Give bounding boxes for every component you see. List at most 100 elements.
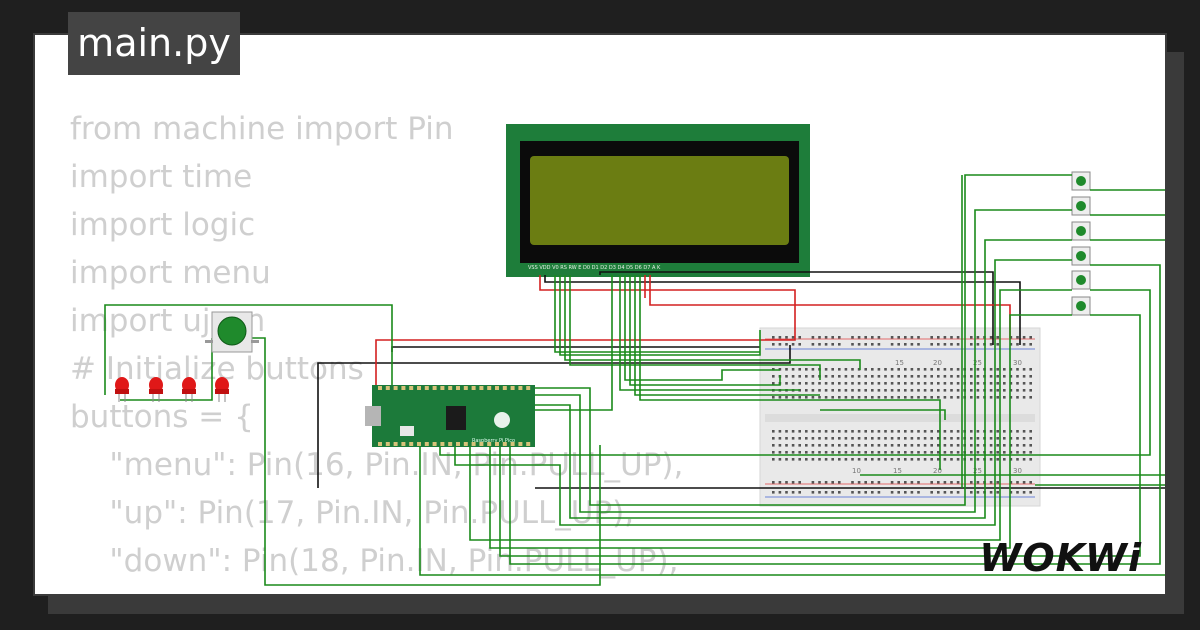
breadboard-hole [1003,375,1006,378]
breadboard-hole [857,444,861,447]
breadboard-hole [1016,368,1019,371]
breadboard-hole [956,491,960,494]
breadboard-hole [970,382,973,385]
breadboard-hole [785,336,788,339]
breadboard-hole [1009,375,1013,378]
breadboard-hole [1009,451,1013,454]
breadboard-hole [970,389,973,392]
breadboard-hole [844,437,848,440]
breadboard-hole [791,382,795,385]
breadboard-hole [890,389,894,392]
breadboard-hole [864,437,867,440]
breadboard-hole [937,481,940,484]
breadboard-hole [904,437,907,440]
breadboard-hole [864,343,867,346]
breadboard-hole [923,444,927,447]
breadboard-hole [976,481,980,484]
breadboard-hole [844,451,848,454]
breadboard-hole [811,491,815,494]
col-label: 25 [973,467,982,475]
code-line: from machine import Pin [70,111,454,147]
breadboard-hole [1009,437,1013,440]
breadboard-hole [838,368,841,371]
breadboard-hole [824,451,828,454]
breadboard-hole [917,389,920,392]
breadboard-hole [890,451,894,454]
breadboard-hole [937,451,940,454]
breadboard-hole [930,430,933,433]
breadboard-hole [857,437,861,440]
breadboard-hole [923,458,927,461]
breadboard-hole [844,389,848,392]
breadboard-hole [844,368,848,371]
breadboard-hole [917,343,920,346]
breadboard-hole [785,444,788,447]
breadboard-hole [884,451,887,454]
breadboard-hole [884,458,887,461]
pico-pin [378,442,382,446]
breadboard-hole [1029,491,1032,494]
breadboard-hole [904,451,907,454]
breadboard-hole [831,368,834,371]
breadboard-hole [791,396,795,399]
breadboard-hole [811,382,815,385]
breadboard-hole [996,481,999,484]
breadboard-hole [943,336,947,339]
breadboard-hole [917,368,920,371]
breadboard-hole [930,491,933,494]
push-button-cap [1076,251,1086,261]
breadboard-hole [1016,336,1019,339]
push-button-cap [1076,226,1086,236]
breadboard-hole [818,336,821,339]
breadboard-hole [798,430,801,433]
breadboard-hole [956,375,960,378]
breadboard-hole [772,430,775,433]
breadboard-hole [950,491,953,494]
breadboard-hole [838,451,841,454]
breadboard-hole [871,389,874,392]
breadboard-hole [1003,430,1006,433]
breadboard-hole [943,375,947,378]
breadboard-hole [996,375,999,378]
breadboard-hole [824,458,828,461]
breadboard-hole [976,444,980,447]
breadboard-hole [890,444,894,447]
breadboard-hole [1022,491,1026,494]
breadboard-hole [838,396,841,399]
breadboard-hole [857,389,861,392]
breadboard-hole [818,491,821,494]
breadboard-hole [791,491,795,494]
breadboard-hole [778,396,782,399]
led-base [182,389,196,394]
breadboard-hole [778,430,782,433]
breadboard-hole [897,368,900,371]
breadboard-hole [910,437,914,440]
breadboard-hole [904,491,907,494]
pico-pin [456,386,460,390]
push-button-cap [1076,201,1086,211]
breadboard-hole [811,437,815,440]
pico-pin [487,442,492,446]
breadboard-hole [989,389,993,392]
breadboard-hole [831,343,834,346]
breadboard-hole [930,458,933,461]
breadboard-hole [897,491,900,494]
breadboard-hole [871,375,874,378]
breadboard-hole [950,451,953,454]
breadboard-hole [970,336,973,339]
pico-pin [448,386,453,390]
breadboard-hole [844,396,848,399]
breadboard-hole [976,437,980,440]
breadboard-hole [1022,481,1026,484]
lcd-screen [530,156,789,245]
breadboard-hole [976,430,980,433]
led-group [115,377,229,402]
pico-pin [424,386,429,390]
breadboard-hole [1003,458,1006,461]
breadboard-hole [877,491,881,494]
pico-pin [401,442,406,446]
breadboard-hole [897,396,900,399]
breadboard-hole [1022,451,1026,454]
wokwi-logo: WOKWi [979,536,1142,580]
pico-pin [510,442,515,446]
